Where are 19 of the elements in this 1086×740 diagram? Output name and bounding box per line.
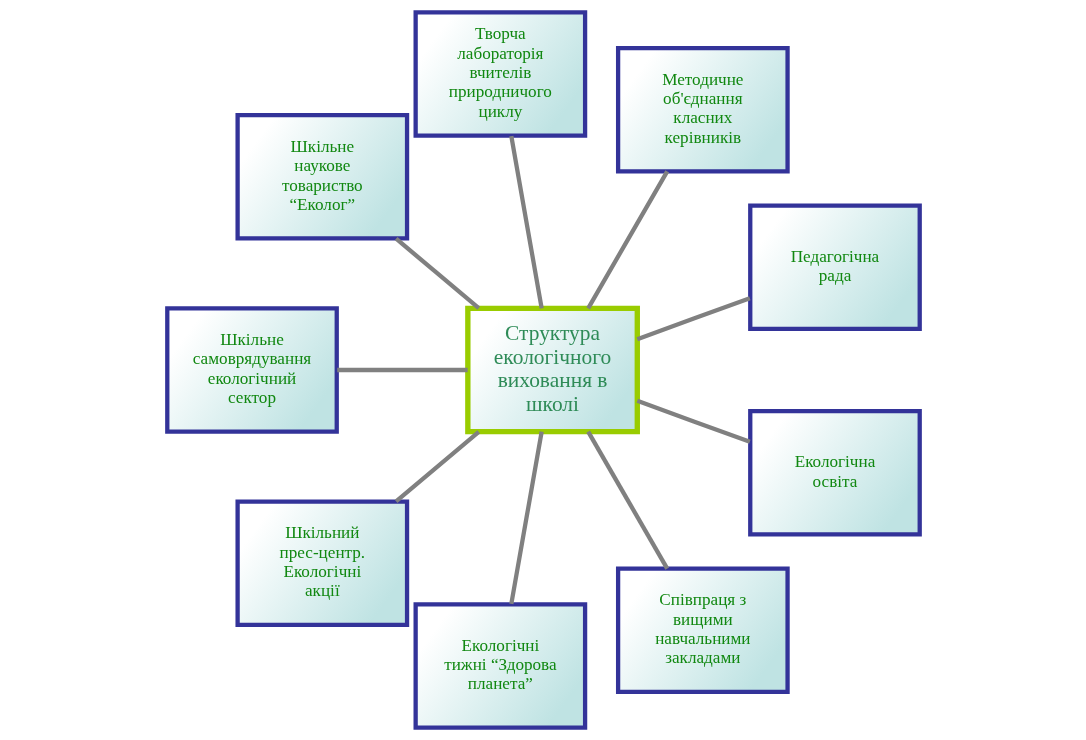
connector bbox=[636, 296, 751, 342]
node-box: Педагогічна рада bbox=[747, 203, 922, 331]
connector bbox=[508, 135, 544, 309]
node-box: Шкільне самоврядування екологічний сектор bbox=[164, 306, 339, 434]
connector bbox=[636, 398, 751, 444]
node-box: Шкільний прес-центр. Екологічні акції bbox=[234, 499, 409, 627]
connector bbox=[585, 170, 669, 310]
node-box: Екологічні тижні “Здорова планета” bbox=[413, 602, 587, 730]
node-box: Структура екологічного виховання в школі bbox=[464, 305, 640, 435]
node-box: Екологічна освіта bbox=[747, 409, 922, 537]
node-box: Творча лабораторія вчителів природничого циклу bbox=[413, 10, 587, 138]
connector bbox=[336, 367, 468, 373]
node-box: Методичне об'єднання класних керівників bbox=[615, 45, 790, 174]
connector bbox=[394, 237, 480, 310]
node-box: Шкільне наукове товариство “Еколог” bbox=[234, 113, 409, 241]
connector bbox=[585, 430, 669, 570]
node-box: Співпраця з вищими навчальними закладами bbox=[615, 566, 790, 695]
connector bbox=[508, 431, 544, 605]
connector bbox=[394, 430, 480, 503]
